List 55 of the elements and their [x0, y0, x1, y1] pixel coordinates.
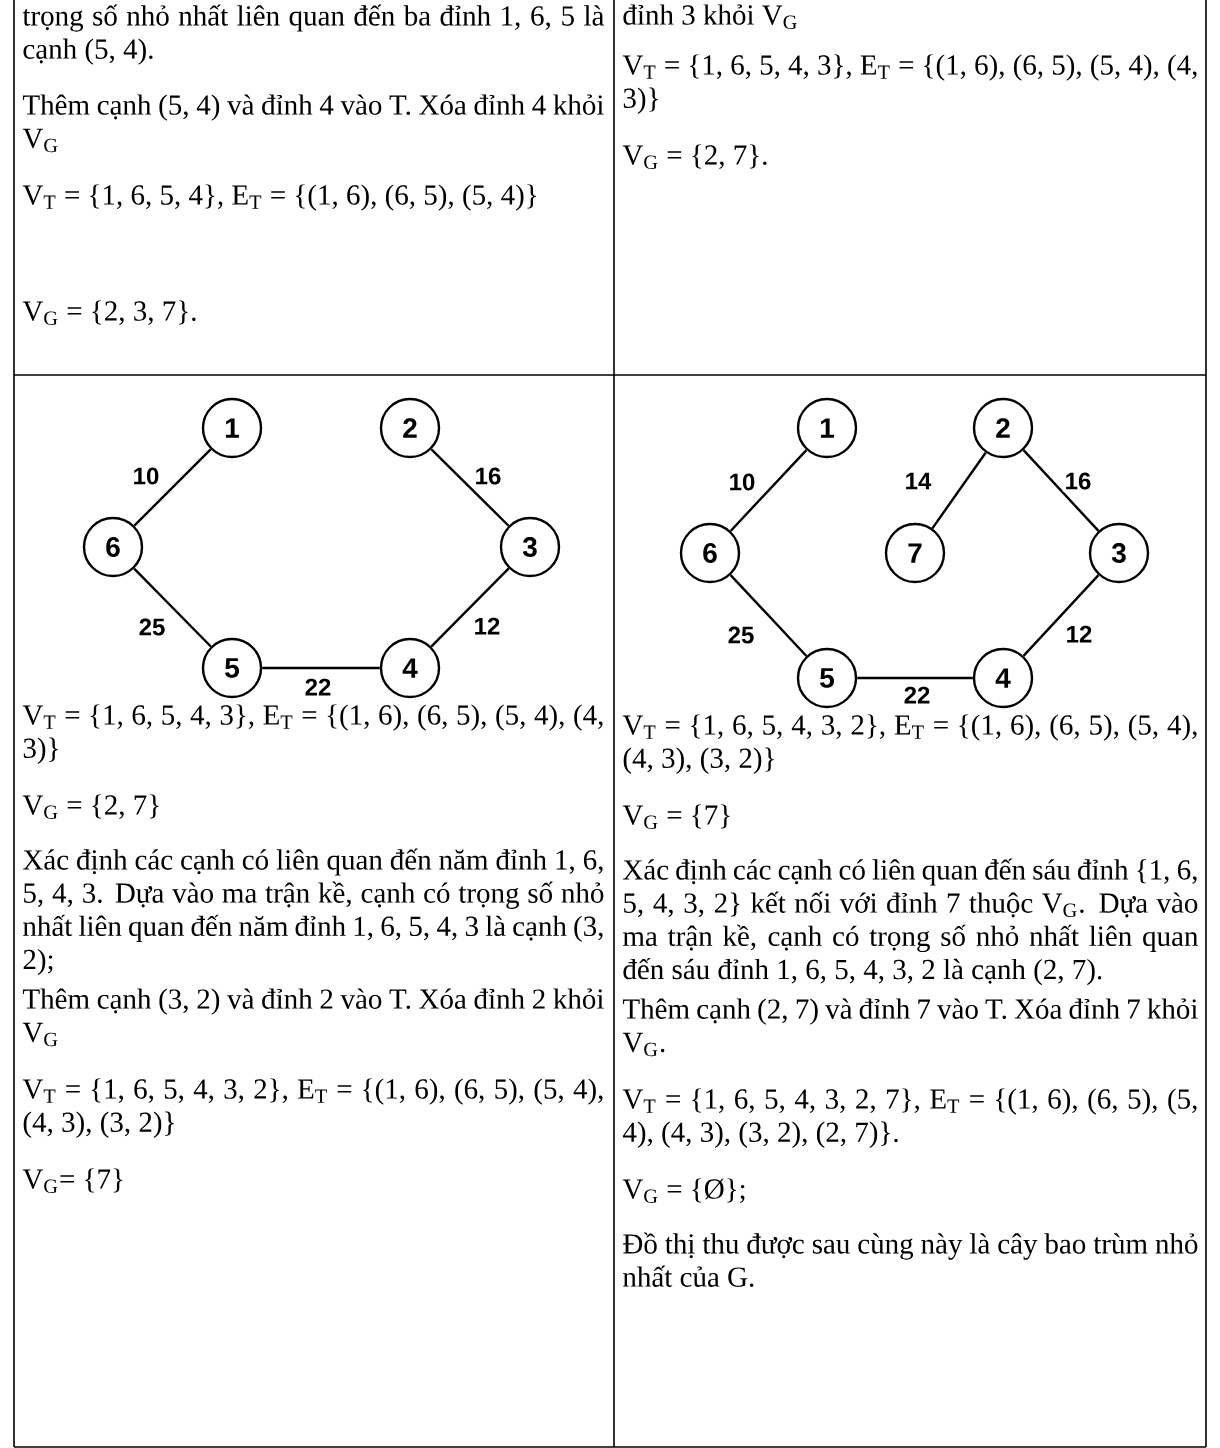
- paragraph: V$_{T}$ = {1, 6, 5, 4, 3, 2}, E$_{T}$ = {(1, 6), (6, 5), (5, 4), (4, 3), (3, 2)}: [622, 714, 1197, 774]
- graph-vertex: 1: [201, 397, 263, 459]
- paragraph: V$_{T}$ = {1, 6, 5, 4}, E$_{T}$ = {(1, 6), (6, 5), (5, 4)}: [22, 184, 537, 211]
- paragraph: V$_{G}$ = {Ø};: [622, 1178, 745, 1204]
- graph-vertex: 2: [379, 397, 441, 459]
- paragraph: V$_{T}$ = {1, 6, 5, 4, 3, 2}, E$_{T}$ = {(1, 6), (6, 5), (5, 4), (4, 3), (3, 2)}: [22, 1078, 603, 1138]
- edge-weight: 16: [472, 465, 504, 487]
- graph-edge: [262, 666, 380, 670]
- paragraph: Xác định các cạnh có liên quan đến năm đỉnh 1, 6, 5, 4, 3. Dựa vào ma trận kề, cạnh có trọng số nhỏ nhất liên quan đến năm đỉnh 1, 6, 5, 4, 3 là cạnh (3, 2);: [23, 848, 604, 976]
- edge-weight: 16: [1062, 470, 1094, 492]
- graph-vertex: 6: [679, 522, 741, 584]
- paragraph: trọng số nhỏ nhất liên quan đến ba đỉnh 1, 6, 5 là cạnh (5, 4).: [22, 4, 605, 65]
- edge-weight: 25: [725, 624, 757, 646]
- paragraph: Xác định các cạnh có liên quan đến sáu đỉnh {1, 6, 5, 4, 3, 2} kết nối với đỉnh 7 thuộc V$_{G}$. Dựa vào ma trận kề, cạnh có trọng số nhỏ nhất liên quan đến sáu đỉnh 1, 6, 5, 4, 3, 2 là cạnh (2, 7).: [623, 858, 1198, 986]
- paragraph: Thêm cạnh (3, 2) và đỉnh 2 vào T. Xóa đỉnh 2 khỏi V$_{G}$: [22, 988, 604, 1047]
- paragraph: V$_{G}$= {7}: [22, 1168, 123, 1194]
- graph-vertex: 2: [972, 397, 1034, 459]
- edge-weight: 12: [471, 615, 503, 637]
- paragraph: V$_{G}$ = {7}: [622, 804, 730, 830]
- paragraph: Thêm cạnh (2, 7) và đỉnh 7 vào T. Xóa đỉnh 7 khỏi V$_{G}$.: [622, 998, 1198, 1057]
- edge-weight: 22: [901, 684, 933, 706]
- graph-edge: [729, 574, 808, 657]
- graph-edge: [729, 449, 808, 532]
- graph-edge: [133, 567, 212, 648]
- graph-vertex: 7: [884, 522, 946, 584]
- paragraph: V$_{G}$ = {2, 7}.: [622, 144, 767, 170]
- paragraph: V$_{T}$ = {1, 6, 5, 4, 3, 2, 7}, E$_{T}$ = {(1, 6), (6, 5), (5, 4), (4, 3), (3, 2), (2, 7)}.: [622, 1088, 1197, 1148]
- graph-edge: [430, 567, 510, 648]
- edge-weight: 22: [302, 676, 334, 698]
- edge-weight: 10: [130, 465, 162, 487]
- paragraph: V$_{G}$ = {2, 7}: [22, 794, 159, 820]
- graph-vertex: 1: [796, 397, 858, 459]
- paragraph: V$_{T}$ = {1, 6, 5, 4, 3}, E$_{T}$ = {(1, 6), (6, 5), (5, 4), (4, 3)}: [622, 54, 1197, 114]
- graph-vertex: 3: [499, 516, 561, 578]
- graph-edge: [857, 676, 973, 680]
- paragraph: V$_{T}$ = {1, 6, 5, 4, 3}, E$_{T}$ = {(1, 6), (6, 5), (5, 4), (4, 3)}: [22, 704, 603, 764]
- paragraph: đỉnh 3 khỏi V$_{G}$: [623, 4, 797, 30]
- graph-vertex: 6: [82, 516, 144, 578]
- paragraph: Đồ thị thu được sau cùng này là cây bao trùm nhỏ nhất của G.: [623, 1232, 1198, 1287]
- graph-vertex: 5: [201, 637, 263, 699]
- graph-edge: [133, 448, 212, 527]
- graph-vertex: 4: [379, 637, 441, 699]
- graph-edge: [1022, 449, 1100, 532]
- edge-weight: 25: [136, 616, 168, 638]
- graph-vertex: 5: [796, 647, 858, 709]
- edge-weight: 12: [1063, 623, 1095, 645]
- paragraph: V$_{G}$ = {2, 3, 7}.: [22, 300, 196, 326]
- graph-edge: [1022, 574, 1100, 657]
- graph-edge: [430, 448, 510, 527]
- paragraph: Thêm cạnh (5, 4) và đỉnh 4 vào T. Xóa đỉnh 4 khỏi V$_{G}$: [22, 94, 604, 153]
- edge-weight: 10: [726, 471, 758, 493]
- graph-edge: [931, 452, 987, 529]
- graph-vertex: 3: [1088, 522, 1150, 584]
- edge-weight: 14: [902, 470, 934, 492]
- graph-vertex: 4: [972, 647, 1034, 709]
